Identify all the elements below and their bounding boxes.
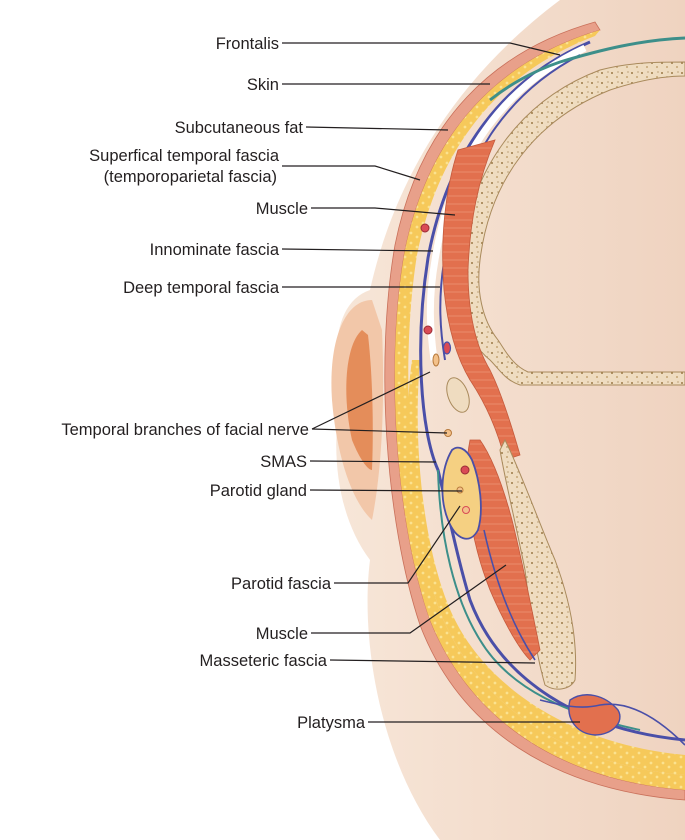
label-muscle-upper: Muscle	[256, 200, 308, 218]
leader-innominate-fascia	[281, 248, 434, 252]
label-temporal-branches: Temporal branches of facial nerve	[61, 421, 309, 439]
vessel-5	[462, 506, 470, 514]
vessel-4	[460, 465, 470, 475]
label-deep-temporal-fascia: Deep temporal fascia	[123, 279, 280, 297]
zygomatic-arch	[446, 377, 470, 413]
parotid-gland	[441, 446, 482, 540]
label-muscle-lower: Muscle	[256, 625, 308, 643]
mandible-ramus	[499, 438, 577, 690]
label-subcutaneous-fat: Subcutaneous fat	[175, 119, 304, 137]
label-masseteric-fascia: Masseteric fascia	[200, 652, 328, 670]
label-superficial-temporal-fascia-1: Superfical temporal fascia	[89, 147, 280, 165]
label-parotid-gland: Parotid gland	[210, 482, 307, 500]
leader-superficial-temporal-fascia	[282, 165, 421, 181]
label-platysma: Platysma	[297, 714, 366, 732]
temporalis-muscle	[442, 139, 521, 461]
leader-masseteric-fascia	[329, 659, 536, 664]
innominate-fascia-layer	[426, 44, 587, 361]
label-smas: SMAS	[260, 453, 307, 471]
label-frontalis: Frontalis	[216, 35, 279, 53]
nerve-3	[456, 486, 464, 494]
label-innominate-fascia: Innominate fascia	[150, 241, 280, 259]
leader-smas	[309, 460, 437, 463]
vessel-3	[442, 341, 452, 355]
leader-muscle-lower	[311, 564, 507, 634]
leader-parotid-gland	[309, 489, 463, 492]
leader-temporal-branches-a	[311, 371, 431, 430]
leader-temporal-branches-b	[311, 428, 448, 434]
leader-parotid-fascia	[334, 505, 461, 584]
leader-muscle-upper	[311, 207, 456, 216]
labels: Frontalis Skin Subcutaneous fat Superfic…	[61, 35, 365, 732]
frontalis-muscle	[489, 36, 685, 102]
vessel-2	[423, 325, 433, 335]
leader-frontalis	[282, 42, 561, 56]
subcutaneous-fat-lower	[407, 360, 685, 775]
leader-subcutaneous-fat	[305, 126, 449, 131]
ear-inner	[346, 330, 373, 470]
label-skin: Skin	[247, 76, 279, 94]
leader-lines	[281, 42, 580, 723]
nerve-1	[432, 353, 440, 367]
label-superficial-temporal-fascia-2: (temporoparietal fascia)	[104, 168, 277, 186]
label-parotid-fascia: Parotid fascia	[231, 575, 332, 593]
platysma-fascia	[539, 699, 685, 746]
superficial-temporal-fascia	[419, 40, 685, 742]
masseteric-fascia-line	[483, 529, 536, 661]
vessel-1	[420, 223, 430, 233]
